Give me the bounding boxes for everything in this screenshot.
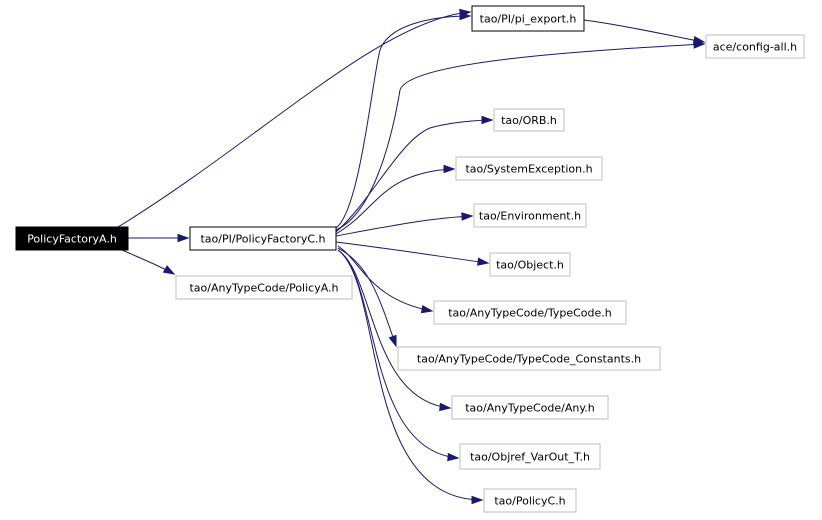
node-box-objref_varout bbox=[459, 443, 601, 470]
node-label-orb: tao/ORB.h bbox=[501, 114, 557, 127]
node-label-typecode_constants: tao/AnyTypeCode/TypeCode_Constants.h bbox=[417, 353, 641, 366]
nodes-layer: PolicyFactoryA.h tao/PI/PolicyFactoryC.h t… bbox=[15, 5, 805, 513]
edge-policyfactoryc-to-systemexception bbox=[335, 168, 455, 235]
node-box-object bbox=[489, 252, 571, 277]
node-label-any: tao/AnyTypeCode/Any.h bbox=[465, 402, 595, 415]
node-policyfactoryc[interactable]: tao/PI/PolicyFactoryC.h bbox=[189, 226, 337, 251]
edge-policyfactoryc-to-environment bbox=[335, 215, 473, 237]
node-label-object: tao/Object.h bbox=[496, 259, 564, 272]
node-systemexception[interactable]: tao/SystemException.h bbox=[455, 156, 603, 181]
node-box-policya bbox=[175, 275, 353, 300]
arrowhead-any bbox=[439, 402, 452, 412]
node-box-typecode_constants bbox=[397, 346, 661, 371]
node-label-config_all: ace/config-all.h bbox=[713, 41, 797, 54]
node-object[interactable]: tao/Object.h bbox=[489, 252, 571, 277]
edge-policyfactoryc-to-orb bbox=[335, 119, 493, 233]
node-box-policyfactoryc bbox=[189, 226, 337, 251]
node-label-policyfactoryc: tao/PI/PolicyFactoryC.h bbox=[200, 233, 325, 246]
node-any[interactable]: tao/AnyTypeCode/Any.h bbox=[451, 395, 609, 420]
edge-policyfactoryc-to-any bbox=[337, 249, 451, 409]
node-box-any bbox=[451, 395, 609, 420]
node-label-policya: tao/AnyTypeCode/PolicyA.h bbox=[189, 282, 338, 295]
edge-policyfactoryc-to-object bbox=[335, 241, 489, 264]
arrowhead-pi_export bbox=[459, 11, 472, 21]
arrowhead-object bbox=[477, 257, 490, 266]
arrowhead-policya bbox=[162, 265, 176, 275]
node-label-environment: tao/Environment.h bbox=[479, 210, 581, 223]
node-label-typecode: tao/AnyTypeCode/TypeCode.h bbox=[448, 307, 612, 320]
node-label-systemexception: tao/SystemException.h bbox=[465, 163, 592, 176]
arrowhead-orb bbox=[481, 115, 494, 125]
node-environment[interactable]: tao/Environment.h bbox=[473, 203, 587, 228]
node-box-config_all bbox=[705, 34, 805, 59]
arrowhead-typecode_constants bbox=[388, 334, 397, 348]
arrowhead-policyfactoryc bbox=[177, 233, 190, 243]
node-label-policyc: tao/PolicyC.h bbox=[494, 495, 565, 508]
node-box-typecode bbox=[433, 300, 627, 325]
arrowhead-config_all bbox=[693, 40, 706, 49]
node-box-environment bbox=[473, 203, 587, 228]
node-typecode[interactable]: tao/AnyTypeCode/TypeCode.h bbox=[433, 300, 627, 325]
node-pi_export[interactable]: tao/PI/pi_export.h bbox=[471, 5, 585, 32]
node-config_all[interactable]: ace/config-all.h bbox=[705, 34, 805, 59]
node-box-systemexception bbox=[455, 156, 603, 181]
arrowhead-policyc bbox=[471, 495, 484, 505]
node-typecode_constants[interactable]: tao/AnyTypeCode/TypeCode_Constants.h bbox=[397, 346, 661, 371]
edges-layer bbox=[117, 8, 706, 505]
node-objref_varout[interactable]: tao/Objref_VarOut_T.h bbox=[459, 443, 601, 470]
node-policyfactorya[interactable]: PolicyFactoryA.h bbox=[15, 226, 129, 251]
arrowhead-systemexception bbox=[443, 164, 456, 174]
arrowhead-typecode bbox=[420, 305, 434, 314]
node-box-orb bbox=[493, 108, 565, 132]
node-box-pi_export bbox=[471, 5, 585, 32]
edge-pi_export-to-config_all bbox=[583, 19, 705, 43]
node-label-objref_varout: tao/Objref_VarOut_T.h bbox=[470, 451, 590, 464]
arrowhead-objref_varout bbox=[447, 452, 460, 462]
edge-policyfactorya-to-pi_export bbox=[117, 11, 471, 228]
node-box-policyfactorya bbox=[15, 226, 129, 251]
edge-policyfactoryc-to-typecode_constants bbox=[337, 247, 397, 347]
arrowhead-environment bbox=[461, 212, 474, 221]
edge-policyfactoryc-to-pi_export bbox=[335, 15, 471, 229]
node-orb[interactable]: tao/ORB.h bbox=[493, 108, 565, 132]
node-label-policyfactorya: PolicyFactoryA.h bbox=[27, 233, 117, 246]
edge-policyfactoryc-to-config_all bbox=[335, 43, 705, 231]
node-label-pi_export: tao/PI/pi_export.h bbox=[480, 13, 577, 26]
edge-policyfactoryc-to-policyc bbox=[337, 249, 483, 501]
node-policyc[interactable]: tao/PolicyC.h bbox=[483, 488, 577, 513]
node-policya[interactable]: tao/AnyTypeCode/PolicyA.h bbox=[175, 275, 353, 300]
node-box-policyc bbox=[483, 488, 577, 513]
